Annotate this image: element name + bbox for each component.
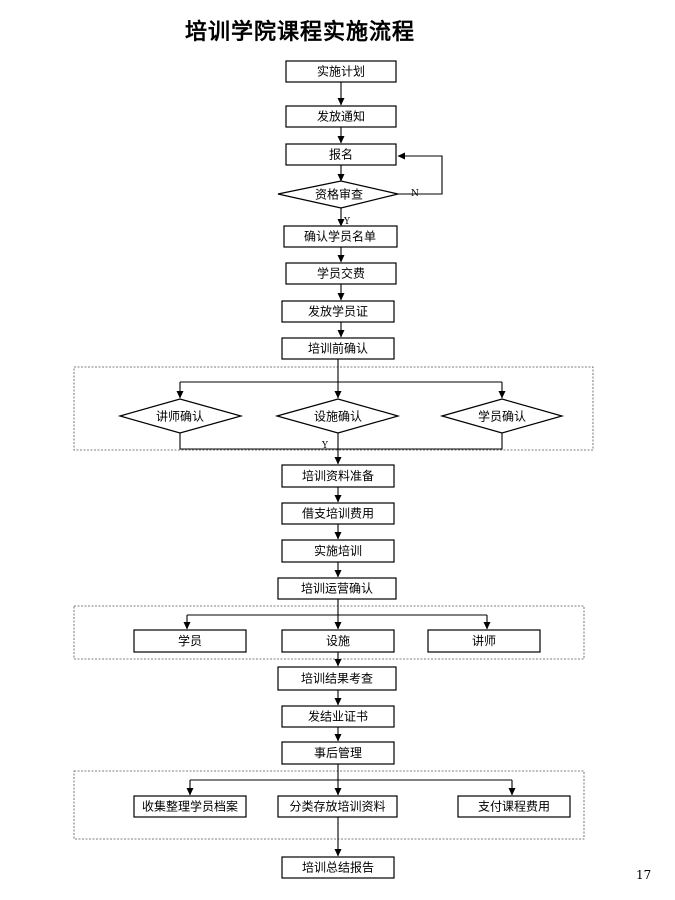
lecturer-confirm-decision [117,398,244,434]
pay-fees-label: 支付课程费用 [478,799,550,814]
certificate-label: 发结业证书 [308,709,368,724]
archive-materials-box [277,795,398,818]
card-label: 发放学员证 [308,304,368,319]
plan-box [285,60,397,83]
archive-materials-label: 分类存放培训资料 [289,799,385,814]
plan-label: 实施计划 [317,64,365,79]
notice-label: 发放通知 [317,109,365,124]
facilities-box [281,629,395,653]
ops-confirm-group [73,605,585,660]
no-branch-label: N [411,189,419,199]
materials-label: 培训资料准备 [302,468,374,483]
lecturers-box [427,629,541,653]
notice-box [285,105,397,128]
preconfirm-box [281,337,395,360]
fee-label: 学员交费 [317,266,365,281]
report-box [281,856,395,879]
materials-box [281,464,395,488]
ops-confirm-box [277,577,397,600]
report-label: 培训总结报告 [302,860,374,875]
advance-box [281,502,395,525]
result-check-label: 培训结果考查 [301,671,373,686]
followup-group [73,770,585,840]
confirm-list-label: 确认学员名单 [304,229,376,244]
yes-after-confirm-label: Y [321,441,329,451]
lecturer-confirm-label: 讲师确认 [156,409,204,424]
collect-files-box [133,795,247,818]
facilities-label: 设施 [326,634,350,648]
page-title: 培训学院课程实施流程 [184,20,415,45]
facility-confirm-decision [274,398,401,434]
signup-box [285,143,397,166]
signup-label: 报名 [329,147,353,162]
confirm-list-box [283,225,398,248]
arrow-review-no-loop [397,152,443,195]
implement-box [281,539,395,563]
lecturers-label: 讲师 [472,633,496,648]
followup-box [281,741,395,765]
facility-confirm-label: 设施确认 [314,410,362,424]
card-box [281,300,395,323]
parallel-confirm-group [73,366,594,451]
preconfirm-label: 培训前确认 [308,341,368,356]
advance-label: 借支培训费用 [302,506,374,521]
merge-line-confirm [179,433,503,450]
review-decision [277,180,399,209]
collect-files-label: 收集整理学员档案 [142,799,238,814]
fee-box [285,262,397,285]
implement-label: 实施培训 [314,543,362,558]
followup-label: 事后管理 [314,745,362,760]
students-label: 学员 [178,633,202,648]
review-label: 资格审查 [315,187,363,202]
pay-fees-box [457,795,571,818]
student-confirm-label: 学员确认 [478,409,526,424]
students-box [133,629,247,653]
result-check-box [277,666,397,691]
yes-branch-label: Y [343,217,351,227]
ops-confirm-label: 培训运营确认 [301,581,373,596]
certificate-box [281,705,395,728]
student-confirm-decision [439,398,565,434]
page-number: 17 [636,868,652,882]
